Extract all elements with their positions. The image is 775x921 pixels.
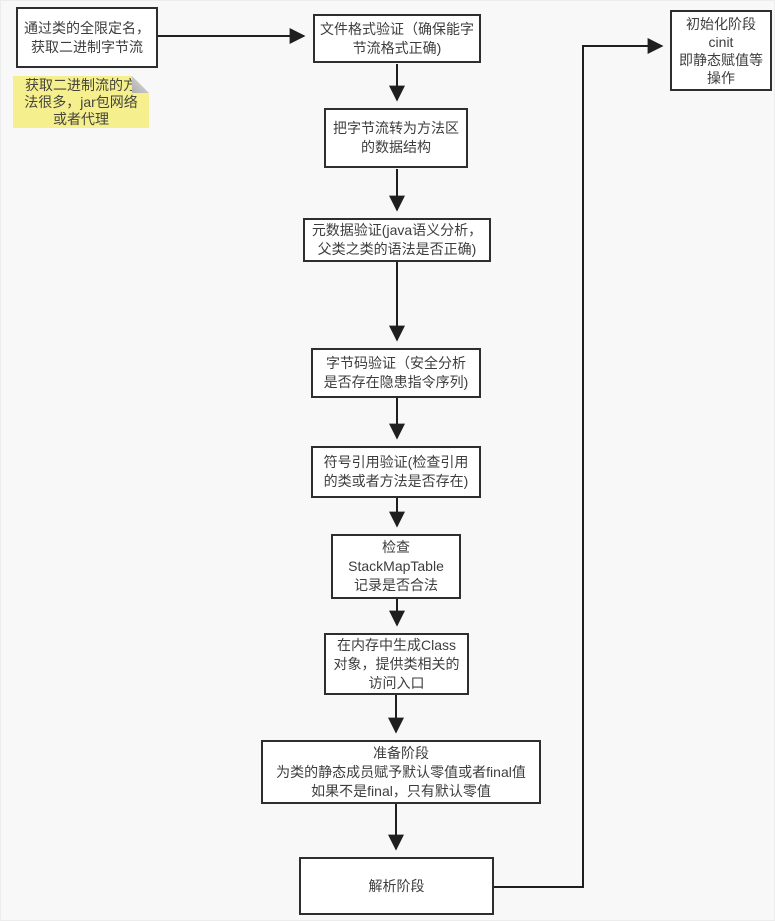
node-stackmaptable-check: 检查 StackMapTable 记录是否合法 <box>331 534 461 599</box>
node-label-line: 记录是否合法 <box>354 577 438 593</box>
node-label-line: 字节码验证（安全分析 <box>326 355 466 371</box>
node-label-line: 符号引用验证(检查引用 <box>323 454 469 470</box>
node-label-line: 对象，提供类相关的 <box>333 655 460 672</box>
node-label-line: 解析阶段 <box>368 877 425 894</box>
node-label-line: 的类或者方法是否存在) <box>323 473 469 489</box>
node-label-line: 在内存中生成Class <box>336 636 456 653</box>
node-metadata-verify: 元数据验证(java语义分析， 父类之类的语法是否正确) <box>303 218 491 262</box>
node-load-bytestream: 通过类的全限定名， 获取二进制字节流 <box>16 7 158 68</box>
node-to-method-area: 把字节流转为方法区 的数据结构 <box>324 108 468 168</box>
node-label-line: 为类的静态成员赋予默认零值或者final值 <box>276 763 526 780</box>
node-init-phase: 初始化阶段 cinit 即静态赋值等 操作 <box>670 10 772 91</box>
node-label-line: 准备阶段 <box>373 744 429 761</box>
node-label-line: 访问入口 <box>368 674 425 691</box>
note-text-line: 获取二进制流的方 <box>25 76 137 93</box>
node-class-object: 在内存中生成Class 对象，提供类相关的 访问入口 <box>324 633 469 695</box>
node-symbol-ref-verify: 符号引用验证(检查引用 的类或者方法是否存在) <box>311 446 481 498</box>
node-prepare-phase: 准备阶段 为类的静态成员赋予默认零值或者final值 如果不是final，只有默… <box>261 740 541 804</box>
node-label-line: 操作 <box>707 69 735 86</box>
node-bytecode-verify: 字节码验证（安全分析 是否存在隐患指令序列) <box>311 348 481 398</box>
node-label-line: 通过类的全限定名， <box>24 19 150 36</box>
node-label-line: 的数据结构 <box>361 139 431 155</box>
node-resolve-phase: 解析阶段 <box>299 857 494 915</box>
node-label-line: 如果不是final，只有默认零值 <box>311 782 491 799</box>
node-label-line: 检查 <box>382 539 410 555</box>
note-text-line: 法很多，jar包网络 <box>24 93 138 110</box>
node-label-line: 是否存在隐患指令序列) <box>323 374 469 390</box>
node-label-line: 节流格式正确) <box>352 39 442 56</box>
node-label-line: StackMapTable <box>348 558 444 574</box>
node-file-format-verify: 文件格式验证（确保能字 节流格式正确) <box>313 14 481 63</box>
note-text-line: 或者代理 <box>53 110 109 127</box>
node-label-line: 即静态赋值等 <box>679 51 763 68</box>
node-label-line: 初始化阶段 <box>686 15 756 32</box>
sticky-note-bytestream-sources: 获取二进制流的方 法很多，jar包网络 或者代理 <box>13 76 149 128</box>
note-folded-corner-icon <box>132 76 149 93</box>
node-label-line: 获取二进制字节流 <box>31 38 143 55</box>
node-label-line: cinit <box>708 33 734 50</box>
node-label-line: 父类之类的语法是否正确) <box>317 241 477 257</box>
node-label-line: 元数据验证(java语义分析， <box>311 222 483 238</box>
node-label-line: 文件格式验证（确保能字 <box>320 20 474 37</box>
node-label-line: 把字节流转为方法区 <box>333 120 459 136</box>
